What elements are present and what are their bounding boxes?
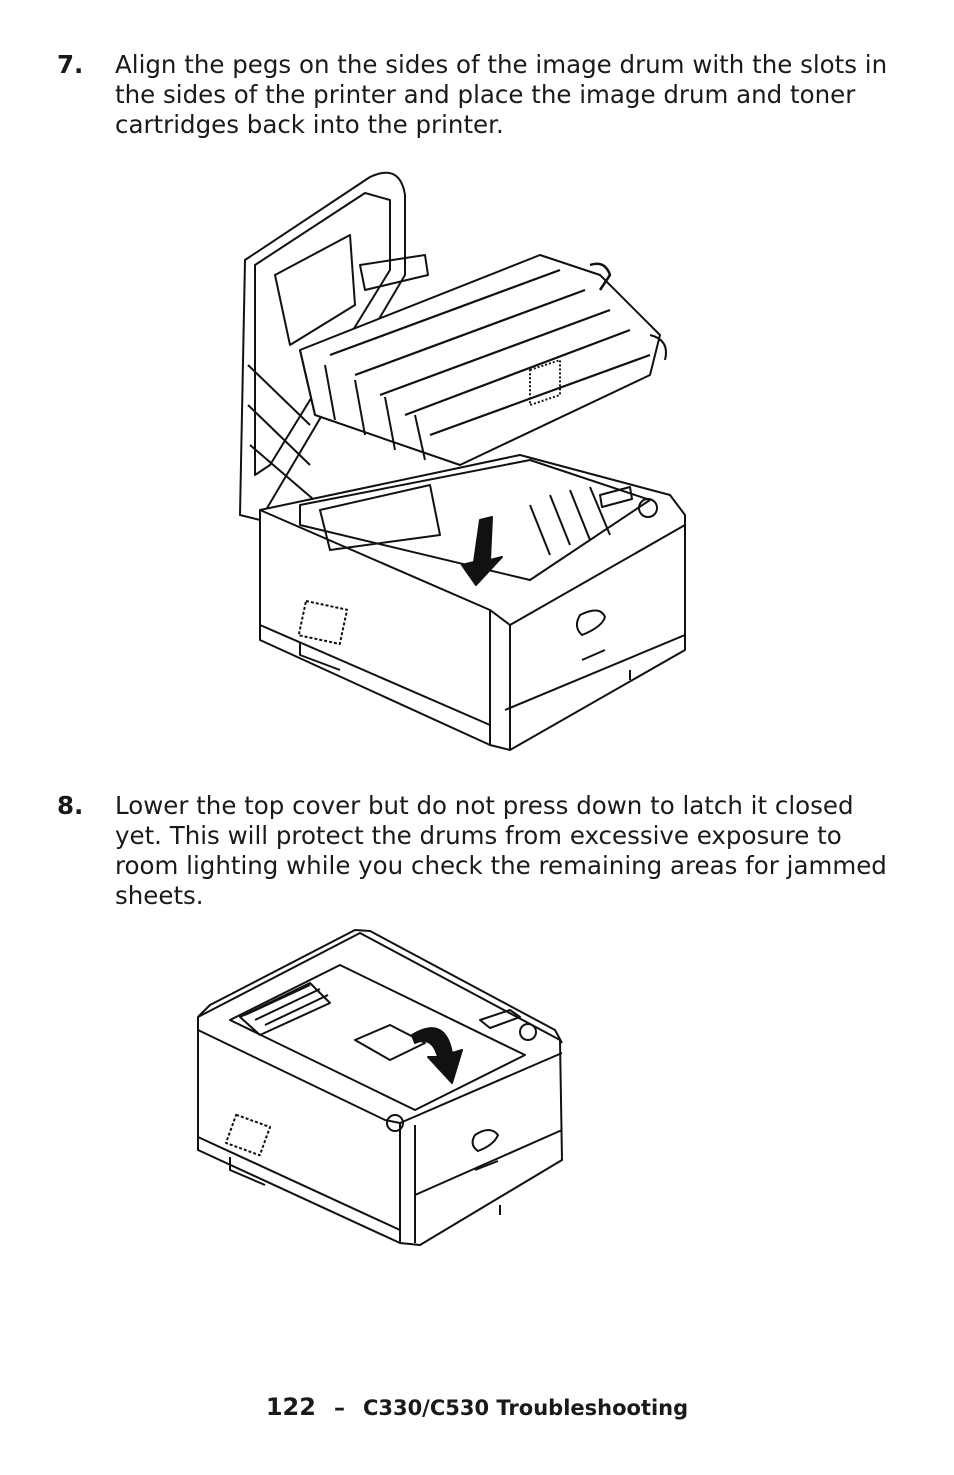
footer-title: C330/C530 Troubleshooting	[362, 1396, 689, 1420]
step-text: Align the pegs on the sides of the image…	[115, 50, 888, 139]
page-number: 122	[265, 1393, 316, 1421]
page-footer: 122–C330/C530 Troubleshooting	[0, 1393, 954, 1421]
printer-open-drum-insertion-illustration	[230, 165, 690, 760]
printer-top-cover-lowered-illustration	[190, 925, 570, 1255]
footer-separator: –	[333, 1396, 345, 1421]
step-number: 8.	[57, 791, 84, 820]
step-text: Lower the top cover but do not press dow…	[115, 791, 887, 910]
step-number: 7.	[57, 50, 84, 79]
